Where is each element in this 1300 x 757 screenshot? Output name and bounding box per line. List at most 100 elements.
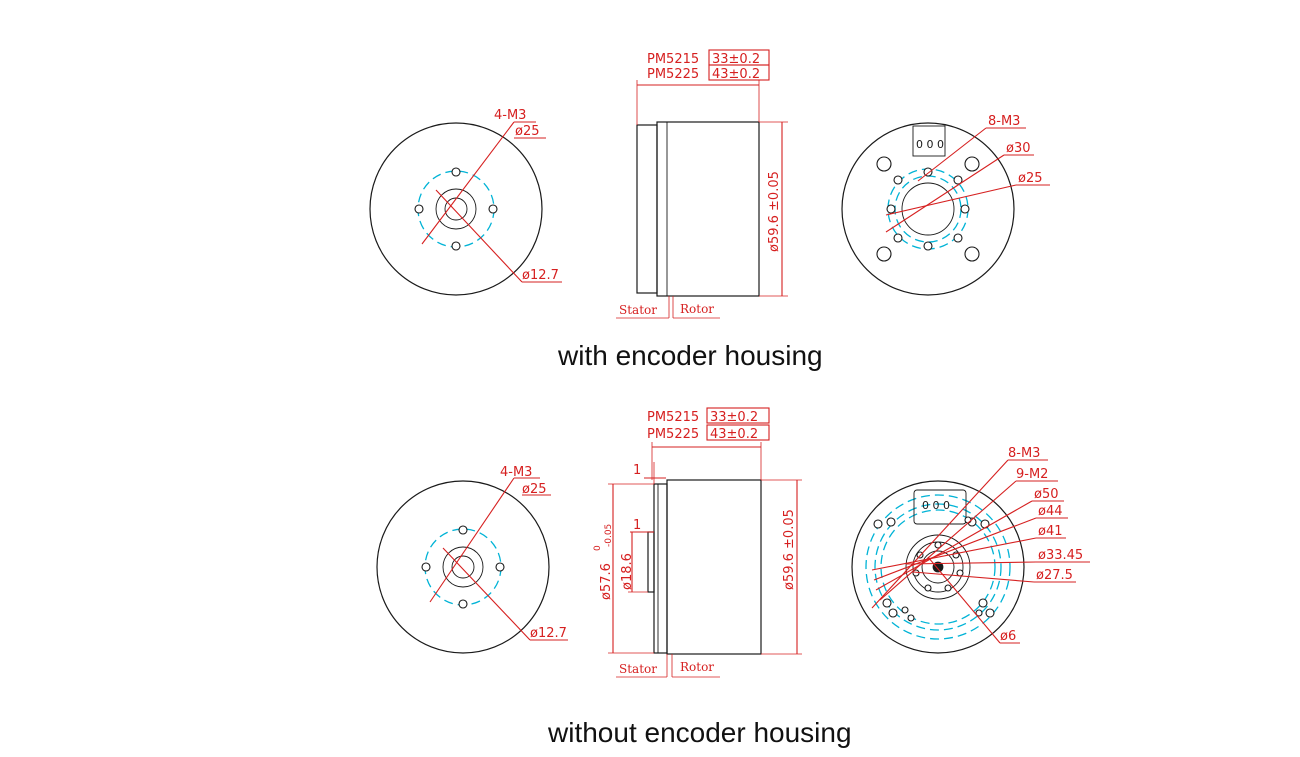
- bottom-side-hub: [647, 531, 655, 593]
- top-rear-leader-25: [885, 184, 1017, 216]
- top-front-outer-circle: [369, 122, 543, 296]
- bottom-rear-view: 0 0 0: [851, 446, 1090, 654]
- top-front-mount-hole: [451, 167, 461, 177]
- bottom-rear-m2-hole: [944, 584, 952, 592]
- top-side-stator-label: Stator: [619, 303, 657, 317]
- bottom-front-mount-hole: [458, 599, 468, 609]
- top-side-view: PM5215 33±0.2 PM5225 43±0.2 ø59.6 ±0.05 …: [616, 49, 788, 319]
- bottom-side-stator: [653, 483, 668, 654]
- bottom-front-bore-label: ø12.7: [530, 626, 567, 641]
- bottom-rear-d3345-label: ø33.45: [1038, 548, 1083, 563]
- bottom-rear-leader-d6: [927, 556, 1001, 644]
- bottom-rear-leader-d275: [912, 571, 1035, 583]
- bottom-rear-connector-pins: 0 0 0: [922, 499, 950, 512]
- top-side-pm5215-model: PM5215: [647, 52, 699, 67]
- bottom-side-outer-dia-label: ø59.6 ±0.05: [782, 509, 797, 590]
- bottom-rear-m2-hole: [934, 541, 942, 549]
- bottom-front-leader-m3: [429, 477, 515, 603]
- top-rear-connector: [912, 125, 946, 157]
- bottom-rear-m2-hole: [924, 584, 932, 592]
- bottom-rear-center-bore: [932, 561, 944, 573]
- bottom-rear-m3-hole: [873, 519, 883, 529]
- top-rear-corner-hole: [964, 246, 980, 262]
- top-rear-pcd25-label: ø25: [1018, 171, 1043, 186]
- top-front-leader-m3: [421, 121, 515, 245]
- bottom-rear-d50-circle: [865, 494, 1011, 640]
- bottom-front-mount-hole: [421, 562, 431, 572]
- top-caption: with encoder housing: [557, 340, 823, 371]
- bottom-rear-leader-d50: [875, 500, 1033, 591]
- bottom-rear-m3-hole: [985, 608, 995, 618]
- bottom-side-step-top-label: 1: [633, 463, 641, 478]
- bottom-side-pm5215-model: PM5215: [647, 410, 699, 425]
- top-front-mount-hole: [414, 204, 424, 214]
- top-side-rotor-label: Rotor: [680, 302, 714, 316]
- bottom-front-pcd-circle: [424, 528, 502, 606]
- top-rear-leader-m3: [917, 127, 987, 182]
- bottom-side-step-mid-label: 1: [633, 518, 641, 533]
- top-side-rotor: [656, 121, 760, 297]
- bottom-rear-d44-label: ø44: [1038, 504, 1063, 519]
- top-side-dia-label: ø59.6 ±0.05: [767, 171, 782, 252]
- bottom-front-pcd-label: ø25: [522, 482, 547, 497]
- bottom-rear-d41-circle: [880, 509, 996, 625]
- top-front-leader-bore: [435, 189, 523, 283]
- bottom-rear-d41-label: ø41: [1038, 524, 1063, 539]
- bottom-side-view: PM5215 33±0.2 PM5225 43±0.2 1 1 ø18.6 ø5…: [593, 407, 802, 678]
- bottom-rear-leader-m3: [871, 459, 1009, 609]
- bottom-rear-m3-hole: [886, 517, 896, 527]
- bottom-side-rotor: [666, 479, 762, 655]
- bottom-rear-m2-label: 9-M2: [1016, 467, 1048, 482]
- bottom-rear-small-hole: [901, 606, 909, 614]
- bottom-front-outer-circle: [376, 480, 550, 654]
- top-rear-corner-hole: [876, 156, 892, 172]
- top-rear-mount-hole: [953, 233, 963, 243]
- bottom-side-pm5225-len: 43±0.2: [710, 427, 758, 442]
- bottom-front-leader-bore: [442, 547, 531, 641]
- bottom-rear-leader-d44: [873, 517, 1037, 581]
- top-front-view: 4-M3 ø25 ø12.7: [369, 108, 562, 296]
- bottom-rear-outer-circle: [851, 480, 1025, 654]
- top-rear-mount-hole: [923, 167, 933, 177]
- top-rear-leader-30: [885, 154, 1005, 233]
- bottom-rear-m2-hole: [956, 569, 964, 577]
- top-front-pcd-circle: [417, 170, 495, 248]
- bottom-side-tol-upper: 0: [593, 545, 603, 551]
- bottom-front-mount-hole: [495, 562, 505, 572]
- bottom-rear-m3-hole: [978, 598, 988, 608]
- top-rear-view: 0 0 0 8-M3 ø30 ø25: [841, 114, 1050, 296]
- top-side-pm5225-model: PM5225: [647, 67, 699, 82]
- bottom-rear-d44-circle: [874, 503, 1002, 631]
- bottom-side-pm5215-box: [706, 407, 770, 424]
- bottom-rear-m3-label: 8-M3: [1008, 446, 1040, 461]
- bottom-front-holes-label: 4-M3: [500, 465, 532, 480]
- bottom-rear-small-hole: [964, 516, 972, 524]
- bottom-rear-hub-inner: [921, 550, 955, 584]
- bottom-front-bore: [451, 555, 475, 579]
- top-rear-pcd30-label: ø30: [1006, 141, 1031, 156]
- top-rear-mount-hole: [893, 175, 903, 185]
- bottom-rear-leader-d3345: [905, 561, 1037, 565]
- top-front-pcd-label: ø25: [515, 124, 540, 139]
- bottom-front-hub-ring: [442, 546, 484, 588]
- top-rear-mount-hole: [923, 241, 933, 251]
- bottom-front-mount-hole: [458, 525, 468, 535]
- top-rear-mount-hole: [886, 204, 896, 214]
- bottom-rear-m3-hole: [888, 608, 898, 618]
- top-rear-center-bore: [901, 182, 955, 236]
- bottom-rear-d275-label: ø27.5: [1036, 568, 1073, 583]
- bottom-front-view: 4-M3 ø25 ø12.7: [376, 465, 568, 654]
- top-rear-mount-hole: [893, 233, 903, 243]
- top-rear-outer-circle: [841, 122, 1015, 296]
- bottom-rear-d6-label: ø6: [1000, 629, 1016, 644]
- top-rear-holes-label: 8-M3: [988, 114, 1020, 129]
- top-side-pm5225-box: [708, 64, 770, 81]
- top-front-hub-ring: [435, 188, 477, 230]
- top-front-mount-hole: [451, 241, 461, 251]
- bottom-rear-m3-hole: [882, 598, 892, 608]
- bottom-rear-connector: [913, 489, 967, 525]
- top-side-pm5225-len: 43±0.2: [712, 67, 760, 82]
- bottom-side-rotor-label: Rotor: [680, 660, 714, 674]
- bottom-side-tol-lower: -0.05: [604, 524, 614, 547]
